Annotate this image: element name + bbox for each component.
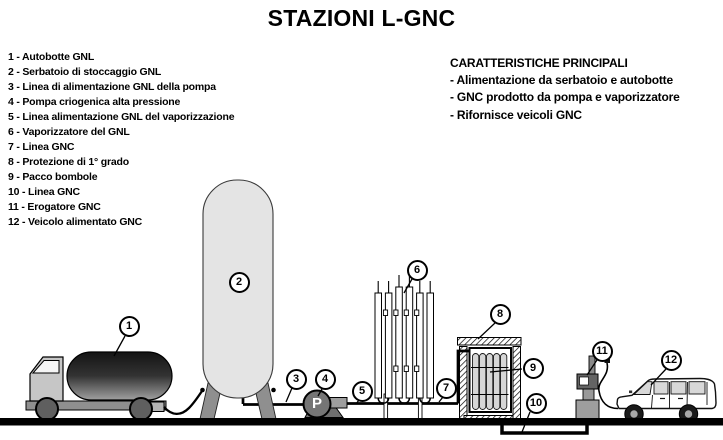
underground-gnc-pipe [500, 420, 589, 435]
legend-item-3: 3 - Linea di alimentazione GNL della pom… [8, 81, 216, 93]
legend-item-12: 12 - Veicolo alimentato GNC [8, 216, 143, 228]
callout-8: 8 [489, 303, 511, 325]
truck-illustration [25, 351, 203, 421]
storage-tank-illustration [199, 179, 277, 420]
callout-6: 6 [406, 259, 428, 281]
legend-item-11: 11 - Erogatore GNC [8, 201, 101, 213]
characteristics-panel: CARATTERISTICHE PRINCIPALI - Alimentazio… [450, 55, 680, 124]
component-legend: 1 - Autobotte GNL 2 - Serbatoio di stocc… [8, 50, 235, 230]
legend-item-5: 5 - Linea alimentazione GNL del vaporizz… [8, 111, 235, 123]
characteristic-bullet-3: - Rifornisce veicoli GNC [450, 107, 582, 122]
legend-item-10: 10 - Linea GNC [8, 186, 80, 198]
callout-7: 7 [435, 377, 457, 399]
car-illustration [616, 377, 717, 424]
vaporizer-illustration [374, 275, 434, 420]
legend-item-6: 6 - Vaporizzatore del GNL [8, 126, 130, 138]
legend-item-1: 1 - Autobotte GNL [8, 51, 95, 63]
callout-1: 1 [118, 315, 140, 337]
callout-10: 10 [525, 392, 547, 414]
callout-4: 4 [314, 368, 336, 390]
legend-item-4: 4 - Pompa criogenica alta pressione [8, 96, 181, 108]
callout-2: 2 [228, 271, 250, 293]
legend-item-2: 2 - Serbatoio di stoccaggio GNL [8, 66, 162, 78]
callout-11: 11 [591, 340, 613, 362]
callout-3: 3 [285, 368, 307, 390]
characteristic-bullet-1: - Alimentazione da serbatoio e autobotte [450, 73, 673, 88]
callout-9: 9 [522, 357, 544, 379]
ground-line [0, 418, 723, 426]
callout-12: 12 [660, 349, 682, 371]
legend-item-9: 9 - Pacco bombole [8, 171, 98, 183]
pump-label: P [311, 395, 322, 412]
callout-leader-lines [113, 278, 667, 433]
characteristics-heading: CARATTERISTICHE PRINCIPALI [450, 56, 628, 70]
callout-5: 5 [351, 380, 373, 402]
characteristic-bullet-2: - GNC prodotto da pompa e vaporizzatore [450, 90, 680, 105]
cylinder-pack-illustration [468, 347, 512, 413]
gnc-pipe-7 [456, 349, 470, 404]
dispenser-illustration [575, 353, 619, 420]
legend-item-7: 7 - Linea GNC [8, 141, 75, 153]
legend-item-8: 8 - Protezione di 1° grado [8, 156, 129, 168]
pump-illustration [302, 389, 348, 419]
page-title: STAZIONI L-GNC [267, 5, 456, 31]
